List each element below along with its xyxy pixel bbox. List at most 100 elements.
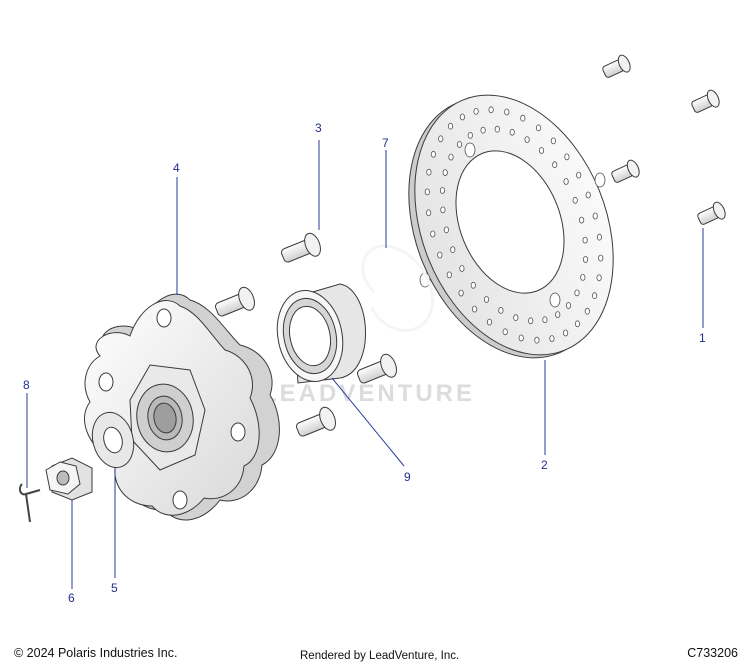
washer xyxy=(91,411,135,469)
rotor-hole xyxy=(446,271,452,279)
rotor-hole xyxy=(486,318,493,326)
rotor-mount-hole xyxy=(594,172,606,188)
rotor-mount-hole xyxy=(549,292,561,308)
callout-4: 4 xyxy=(173,161,180,175)
brake-rotor xyxy=(408,94,614,359)
wheel-stud xyxy=(295,406,336,437)
rotor-hole xyxy=(555,311,561,319)
rotor-holes xyxy=(419,106,606,344)
rotor-hole xyxy=(498,306,504,314)
rotor-hole xyxy=(443,226,449,234)
wheel-stud xyxy=(356,353,397,384)
rotor-hole xyxy=(563,178,569,185)
rotor-hole xyxy=(572,196,578,204)
callout-2: 2 xyxy=(541,458,548,472)
wheel-stud xyxy=(280,232,321,263)
rotor-hole xyxy=(471,305,478,313)
rotor-hole xyxy=(578,216,585,224)
leader-lines xyxy=(26,140,704,589)
rotor-hole xyxy=(596,233,603,241)
rotor-hole xyxy=(467,131,473,139)
rotor-hole xyxy=(426,168,432,176)
rotor-hole xyxy=(535,124,542,132)
rotor-hole xyxy=(459,113,465,121)
callout-8: 8 xyxy=(23,378,30,392)
rendered-by-credit: Rendered by LeadVenture, Inc. xyxy=(300,650,460,662)
castle-nut xyxy=(45,457,93,501)
rotor-hole xyxy=(473,108,479,115)
rotor-hole xyxy=(591,292,598,300)
rotor-hole xyxy=(509,128,515,136)
rotor-bolt xyxy=(697,201,726,225)
leader-9 xyxy=(331,377,405,467)
rotor-hole xyxy=(494,125,500,133)
wheel-bearing xyxy=(276,283,366,384)
rotor-hole xyxy=(430,150,436,158)
rotor-hole xyxy=(440,206,446,214)
rotor-hole xyxy=(550,137,557,145)
wheel-hub xyxy=(84,293,280,521)
rotor-hole xyxy=(447,122,454,130)
rotor-hole xyxy=(565,302,572,309)
rotor-hole xyxy=(580,273,586,281)
rotor-hole xyxy=(480,126,486,134)
rotor-hole xyxy=(534,336,540,344)
rotor-hole xyxy=(524,136,530,144)
rotor-hole xyxy=(456,141,463,148)
rotor-hole xyxy=(502,328,508,336)
rotor-hole xyxy=(538,147,545,154)
rotor-hole xyxy=(552,161,558,169)
rotor-hole xyxy=(592,212,598,220)
copyright-notice: © 2024 Polaris Industries Inc. xyxy=(14,646,178,660)
rotor-hole xyxy=(513,314,519,322)
rotor-bolt xyxy=(691,89,720,113)
callouts: 1 2 3 4 5 6 7 8 9 xyxy=(23,121,706,605)
rotor-hole xyxy=(458,289,464,297)
rotor-hole xyxy=(448,153,454,161)
rotor-hole xyxy=(483,296,490,303)
rotor-hole xyxy=(574,320,581,328)
rotor-hole xyxy=(596,274,602,282)
rotor-hole xyxy=(564,153,570,161)
callout-9: 9 xyxy=(404,470,411,484)
rotor-hole xyxy=(459,265,465,272)
snap-ring xyxy=(361,244,435,332)
rotor-bolt xyxy=(602,54,631,78)
rotor-hole xyxy=(542,316,548,324)
rotor-hole xyxy=(585,191,591,199)
rotor-hole xyxy=(549,335,555,343)
cotter-pin xyxy=(18,483,41,523)
rotor-hole xyxy=(574,289,580,297)
rotor-hole xyxy=(442,169,448,177)
rotor-hole xyxy=(582,236,588,244)
rotor-bolt xyxy=(611,159,640,183)
rotor-hole xyxy=(470,281,476,289)
rotor-hole xyxy=(528,317,534,325)
wheel-studs xyxy=(214,232,397,437)
rotor-hole xyxy=(576,171,582,179)
callout-6: 6 xyxy=(68,591,75,605)
rotor-hole xyxy=(582,256,589,263)
rotor-hole xyxy=(450,246,456,254)
rotor-hole xyxy=(439,187,446,194)
rotor-hole xyxy=(430,230,436,238)
diagram-code: C733206 xyxy=(687,646,738,660)
rotor-hole xyxy=(425,209,432,217)
callout-1: 1 xyxy=(699,331,706,345)
callout-5: 5 xyxy=(111,581,118,595)
callout-3: 3 xyxy=(315,121,322,135)
watermark-text: LEADVENTURE xyxy=(262,380,475,407)
rotor-hole xyxy=(424,188,430,196)
leadventure-watermark: LEADVENTURE xyxy=(227,376,475,408)
callout-7: 7 xyxy=(382,136,389,150)
rotor-hole xyxy=(438,135,444,143)
rotor-hole xyxy=(488,106,494,114)
rotor-hole xyxy=(562,329,569,337)
rotor-hole xyxy=(520,114,526,122)
rotor-hole xyxy=(584,307,590,315)
wheel-stud xyxy=(214,286,255,317)
rotor-hole xyxy=(504,108,510,116)
rotor-hole xyxy=(437,251,443,259)
rotor-mount-hole xyxy=(464,142,476,158)
